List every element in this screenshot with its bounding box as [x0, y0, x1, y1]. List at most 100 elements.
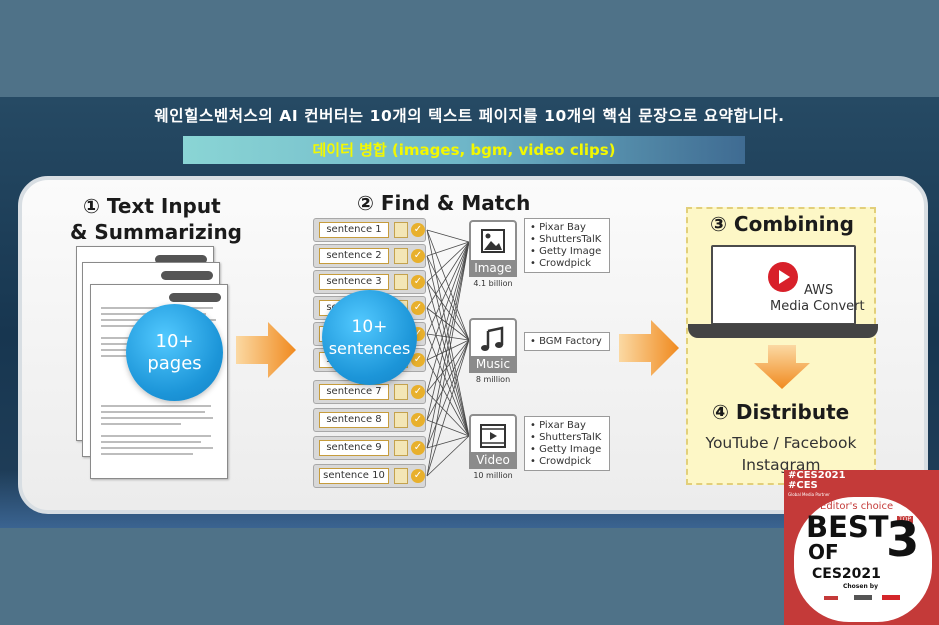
arrow-right-icon: [619, 320, 679, 376]
match-line: [426, 229, 470, 341]
monitor-stand: [688, 324, 878, 338]
play-icon: [768, 262, 798, 292]
document-icon: [394, 440, 408, 456]
sentences-bubble-number: 10+: [351, 316, 388, 337]
aws-label: AWS: [804, 283, 834, 298]
image-icon: [481, 229, 505, 253]
document-icon: [394, 384, 408, 400]
source-item: • Crowdpick: [530, 258, 592, 269]
match-line: [426, 339, 470, 449]
badge-logo-middle: [854, 595, 872, 600]
badge-tag-ces2021: #CES2021: [788, 470, 846, 481]
sentence-label: sentence 3: [319, 274, 389, 290]
match-line: [426, 391, 470, 437]
badge-ces2021: CES2021: [812, 566, 881, 582]
match-line: [426, 241, 470, 257]
platforms-line1: YouTube / Facebook: [705, 434, 857, 452]
sentence-row: sentence 10 ✓: [313, 464, 426, 488]
sentence-label: sentence 2: [319, 248, 389, 264]
music-count: 8 million: [475, 375, 511, 384]
badge-editors-choice: Editor's choice: [820, 501, 894, 512]
platforms-line2: Instagram: [741, 456, 821, 474]
sentence-row: sentence 9✓: [313, 436, 426, 460]
video-sources-box: • Pixar Bay • ShuttersTalK • Getty Image…: [524, 416, 610, 471]
match-line: [426, 241, 470, 477]
match-line: [426, 419, 470, 437]
badge-chosen-by: Chosen by: [843, 583, 879, 590]
sentence-label: sentence 7: [319, 384, 389, 400]
match-line: [426, 229, 470, 243]
pages-bubble-number: 10+: [155, 330, 194, 352]
check-icon: ✓: [411, 441, 425, 455]
match-line: [426, 229, 470, 437]
step4-title: ④ Distribute: [712, 400, 850, 424]
image-count: 4.1 billion: [473, 279, 513, 288]
sentence-label: sentence 10: [319, 468, 389, 484]
sentence-label: sentence 8: [319, 412, 389, 428]
sentence-row: sentence 3 ✓: [313, 270, 426, 294]
media-convert-label: Media Convert: [770, 299, 865, 314]
check-icon: ✓: [411, 301, 425, 315]
match-line: [426, 241, 470, 335]
check-icon: ✓: [411, 413, 425, 427]
match-line: [426, 241, 470, 361]
sentence-row: sentence 8 ✓: [313, 408, 426, 432]
check-icon: ✓: [411, 249, 425, 263]
sentence-row: sentence 2 ✓: [313, 244, 426, 268]
match-line: [426, 241, 470, 421]
check-icon: ✓: [411, 275, 425, 289]
document-icon: [394, 412, 408, 428]
arrow-down-icon: [754, 345, 810, 389]
video-count: 10 million: [473, 471, 513, 480]
subheadline-bar: 데이터 병합 (images, bgm, video clips): [183, 136, 745, 164]
match-line: [426, 241, 470, 393]
music-label: Music: [469, 356, 517, 373]
badge-logo-right: [882, 595, 900, 600]
sentence-row: sentence 1 ✓: [313, 218, 426, 242]
document-icon: [394, 248, 408, 264]
document-icon: [394, 468, 408, 484]
match-line: [426, 307, 470, 341]
sentences-bubble-label: sentences: [328, 338, 411, 358]
best-of-ces-badge: #CES2021 #CES Global Media Partner Edito…: [784, 470, 939, 625]
step1-title-line1: ① Text Input: [83, 194, 221, 218]
source-item: • Getty Image: [530, 246, 602, 257]
music-note-icon: [481, 326, 504, 351]
step3-title: ③ Combining: [710, 212, 854, 236]
source-item: • Getty Image: [530, 444, 602, 455]
step1-title-line2: & Summarizing: [70, 220, 242, 244]
match-line: [426, 359, 470, 437]
sentence-label: sentence 1: [319, 222, 389, 238]
badge-tag-media: Global Media Partner: [788, 492, 830, 497]
source-item: • BGM Factory: [530, 336, 602, 347]
image-label: Image: [469, 260, 517, 277]
document-icon: [394, 274, 408, 290]
match-line: [426, 241, 470, 283]
match-line: [426, 281, 470, 341]
match-line: [426, 241, 470, 449]
match-line: [426, 339, 470, 421]
video-icon: [480, 424, 506, 448]
image-media-box: [469, 220, 517, 264]
match-line: [426, 241, 470, 309]
page-tag: [161, 271, 213, 280]
image-sources-box: • Pixar Bay • ShuttersTalK • Getty Image…: [524, 218, 610, 273]
badge-of: OF: [808, 540, 839, 564]
match-line: [426, 333, 470, 437]
check-icon: ✓: [411, 469, 425, 483]
check-icon: ✓: [411, 353, 425, 367]
page-tag: [155, 255, 207, 264]
document-icon: [394, 222, 408, 238]
badge-logo-left: [824, 596, 838, 600]
match-line: [426, 333, 470, 341]
source-item: • Crowdpick: [530, 456, 592, 467]
badge-top: TOP: [897, 516, 914, 523]
step2-title: ② Find & Match: [357, 191, 531, 215]
match-line: [426, 339, 470, 361]
badge-tag-ces: #CES: [788, 480, 818, 491]
source-item: • ShuttersTalK: [530, 432, 602, 443]
match-line: [426, 339, 470, 393]
headline: 웨인힐스벤처스의 AI 컨버터는 10개의 텍스트 페이지를 10개의 핵심 문…: [154, 107, 785, 125]
check-icon: ✓: [411, 223, 425, 237]
